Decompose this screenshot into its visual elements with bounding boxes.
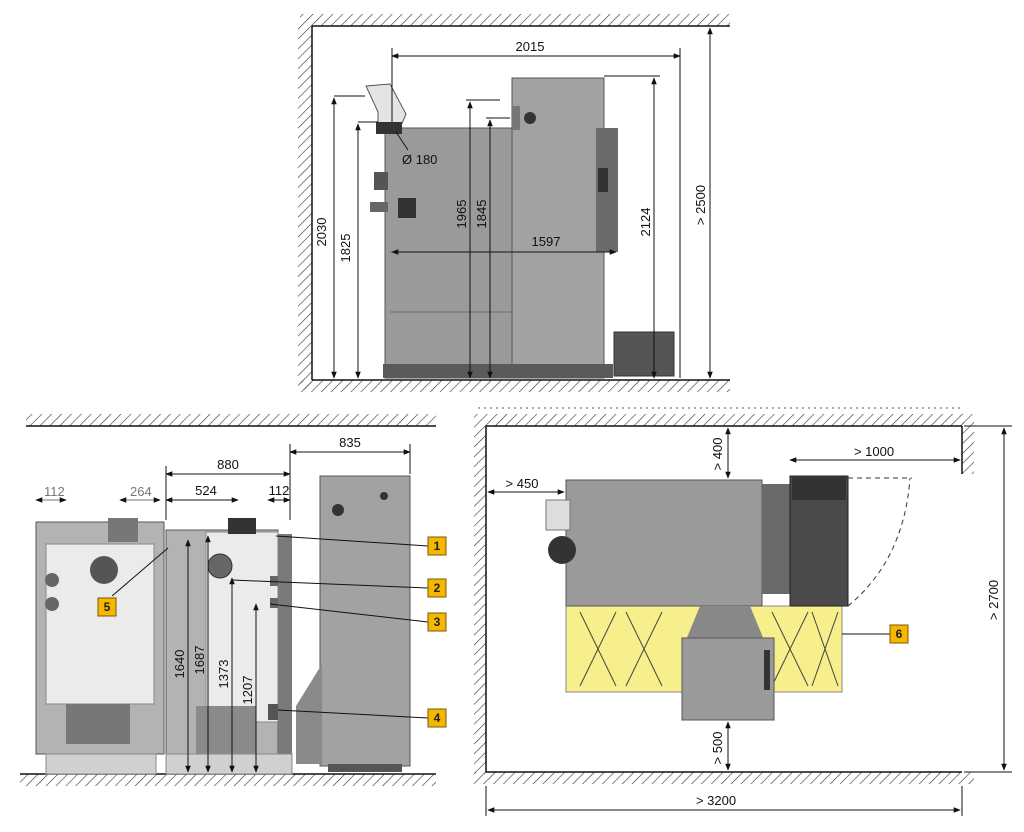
pellet-hopper bbox=[511, 77, 605, 379]
dim-2030: 2030 bbox=[314, 218, 329, 247]
ceiling-hatch bbox=[26, 414, 436, 426]
hopper-knob-icon bbox=[332, 504, 344, 516]
dim-clear-side: > 1000 bbox=[854, 444, 894, 459]
front-fitting bbox=[270, 576, 284, 586]
dim-1373: 1373 bbox=[216, 660, 231, 689]
flue-top-icon bbox=[545, 499, 571, 531]
dim-flue-diameter: Ø 180 bbox=[402, 152, 437, 167]
leader-line bbox=[277, 709, 429, 719]
side-view: 2015 Ø 180 1597 2030 1825 1965 1845 2124… bbox=[298, 14, 730, 392]
dim-880: 880 bbox=[217, 457, 239, 472]
hopper-lid bbox=[792, 476, 846, 500]
boiler-base bbox=[383, 364, 613, 378]
hopper-front-view bbox=[319, 475, 411, 767]
door-swing-arc bbox=[847, 477, 911, 607]
feeder-window bbox=[598, 168, 608, 192]
callout-5-label: 5 bbox=[104, 600, 111, 614]
control-unit-icon bbox=[398, 198, 416, 218]
ash-box-top-view bbox=[681, 637, 775, 721]
front-pipe-connection-icon bbox=[207, 553, 233, 579]
dim-1845: 1845 bbox=[474, 200, 489, 229]
dim-264: 264 bbox=[130, 484, 152, 499]
callout-2: 2 bbox=[427, 578, 447, 598]
burner-connection-icon bbox=[548, 536, 576, 564]
flue-pipe-icon bbox=[365, 83, 407, 129]
dim-2124: 2124 bbox=[638, 208, 653, 237]
leader-line bbox=[231, 579, 429, 589]
floor-hatch bbox=[20, 774, 436, 786]
side-fitting-icon bbox=[374, 172, 388, 190]
dim-524: 524 bbox=[195, 483, 217, 498]
callout-4: 4 bbox=[427, 708, 447, 728]
dim-1207: 1207 bbox=[240, 676, 255, 705]
dim-1965: 1965 bbox=[454, 200, 469, 229]
dim-2015: 2015 bbox=[516, 39, 545, 54]
dim-835: 835 bbox=[339, 435, 361, 450]
rear-fitting-icon bbox=[45, 597, 59, 611]
hopper-knob-icon bbox=[380, 492, 388, 500]
floor-hatch bbox=[300, 380, 730, 392]
callout-5: 5 bbox=[97, 597, 117, 617]
ceiling-hatch bbox=[300, 14, 730, 26]
dim-clear-left: > 450 bbox=[506, 476, 539, 491]
ash-connector bbox=[686, 606, 764, 640]
boiler-top-view bbox=[565, 479, 763, 607]
leader-line bbox=[395, 131, 409, 151]
rear-fan-unit bbox=[66, 704, 130, 744]
rear-fitting-icon bbox=[45, 573, 59, 587]
rear-pipe-connection-icon bbox=[90, 556, 118, 584]
dim-1687: 1687 bbox=[192, 646, 207, 675]
callout-3-label: 3 bbox=[434, 615, 441, 629]
callout-3: 3 bbox=[427, 612, 447, 632]
rear-base bbox=[45, 753, 157, 775]
callout-1-label: 1 bbox=[434, 539, 441, 553]
front-fan-unit bbox=[196, 706, 256, 754]
front-flue-collar bbox=[228, 518, 256, 534]
front-wall-hatch bbox=[474, 772, 974, 784]
hopper-feet bbox=[328, 764, 402, 772]
hopper-lid-knob-icon bbox=[524, 112, 536, 124]
hopper-hinge bbox=[512, 106, 520, 130]
zone-cross-marks bbox=[579, 611, 839, 687]
dim-clear-rear: > 400 bbox=[710, 438, 725, 471]
leader-line bbox=[111, 547, 169, 597]
left-wall-hatch bbox=[298, 26, 312, 390]
ash-box bbox=[613, 331, 675, 377]
leader-line bbox=[269, 603, 429, 623]
dim-ceiling-min: > 2500 bbox=[693, 185, 708, 225]
rear-flue-outlet bbox=[108, 518, 138, 542]
front-rear-views: 112 264 880 524 112 835 1640 1687 1373 1… bbox=[20, 414, 447, 786]
callout-2-label: 2 bbox=[434, 581, 441, 595]
dim-112-right: 112 bbox=[269, 483, 290, 498]
hopper-chute bbox=[296, 664, 322, 764]
dim-1825: 1825 bbox=[338, 234, 353, 263]
right-wall-hatch bbox=[962, 414, 974, 474]
dim-room-width: > 3200 bbox=[696, 793, 736, 808]
plan-view: > 400 > 1000 > 450 > 500 > 2700 > 3200 6 bbox=[474, 407, 1012, 816]
flue-connector bbox=[376, 122, 402, 134]
ash-box-handle bbox=[764, 650, 770, 690]
callout-6-label: 6 bbox=[896, 627, 903, 641]
leader-line bbox=[275, 535, 429, 547]
dim-112-left: 112 bbox=[44, 484, 65, 499]
side-fitting-icon bbox=[370, 202, 388, 212]
dim-room-depth: > 2700 bbox=[986, 580, 1001, 620]
feeder-top-view bbox=[762, 484, 790, 594]
rear-wall-hatch bbox=[474, 414, 964, 426]
left-wall-hatch bbox=[474, 426, 486, 774]
dim-clear-front: > 500 bbox=[710, 732, 725, 765]
front-side-strip bbox=[278, 534, 292, 754]
callout-1: 1 bbox=[427, 536, 447, 556]
dim-1640: 1640 bbox=[172, 650, 187, 679]
front-base bbox=[165, 753, 293, 775]
front-fitting bbox=[270, 598, 284, 608]
callout-6: 6 bbox=[889, 624, 909, 644]
dim-1597: 1597 bbox=[532, 234, 561, 249]
callout-4-label: 4 bbox=[434, 711, 441, 725]
